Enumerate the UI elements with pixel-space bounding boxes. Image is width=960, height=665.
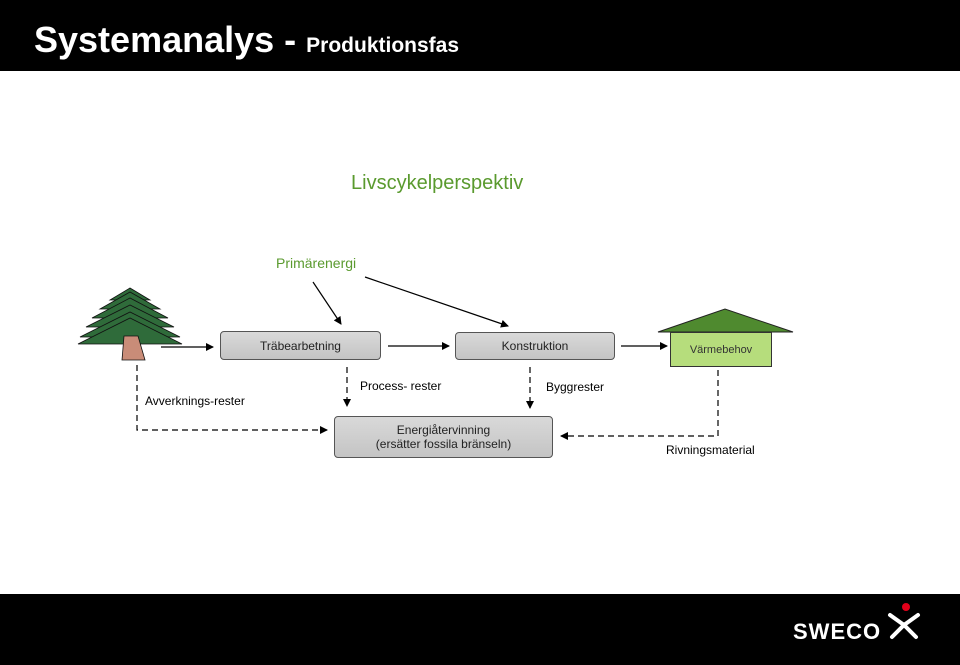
arrow-primary-to-wood — [312, 281, 342, 325]
header-bar: Systemanalys - Produktionsfas — [0, 0, 960, 71]
title-main: Systemanalys - — [34, 19, 307, 60]
energy-recovery-box: Energiåtervinning (ersätter fossila brän… — [334, 416, 553, 458]
wood-processing-label: Träbearbetning — [260, 338, 341, 353]
construction-box: Konstruktion — [455, 332, 615, 360]
primary-energy-label: Primärenergi — [276, 255, 357, 271]
demolition-residue-flow — [560, 370, 719, 440]
harvest-residue-label: Avverknings-rester — [145, 394, 245, 408]
demolition-material-label: Rivningsmaterial — [666, 443, 755, 457]
construction-label: Konstruktion — [501, 339, 569, 353]
wood-processing-box: Träbearbetning — [220, 331, 381, 360]
sweco-mark-icon — [888, 603, 920, 639]
harvest-residue-flow — [136, 365, 328, 434]
tree-icon — [77, 287, 183, 361]
energy-recovery-title: Energiåtervinning — [396, 423, 491, 437]
construction-residue-label: Byggrester — [546, 380, 605, 394]
house-roof-icon — [657, 308, 794, 333]
footer-bar — [0, 594, 960, 665]
heating-demand-box: Värmebehov — [670, 332, 772, 367]
title-subtitle: Produktionsfas — [306, 34, 460, 57]
heating-demand-label: Värmebehov — [689, 343, 753, 356]
slide-title: Systemanalys - Produktionsfas — [34, 18, 459, 68]
arrow-primary-to-construction — [364, 276, 509, 328]
process-residue-label: Process- rester — [360, 379, 442, 393]
sweco-logo-text: SWECO — [793, 619, 882, 644]
diagram-heading: Livscykelperspektiv — [351, 172, 524, 194]
energy-recovery-subtitle: (ersätter fossila bränseln) — [375, 437, 512, 451]
